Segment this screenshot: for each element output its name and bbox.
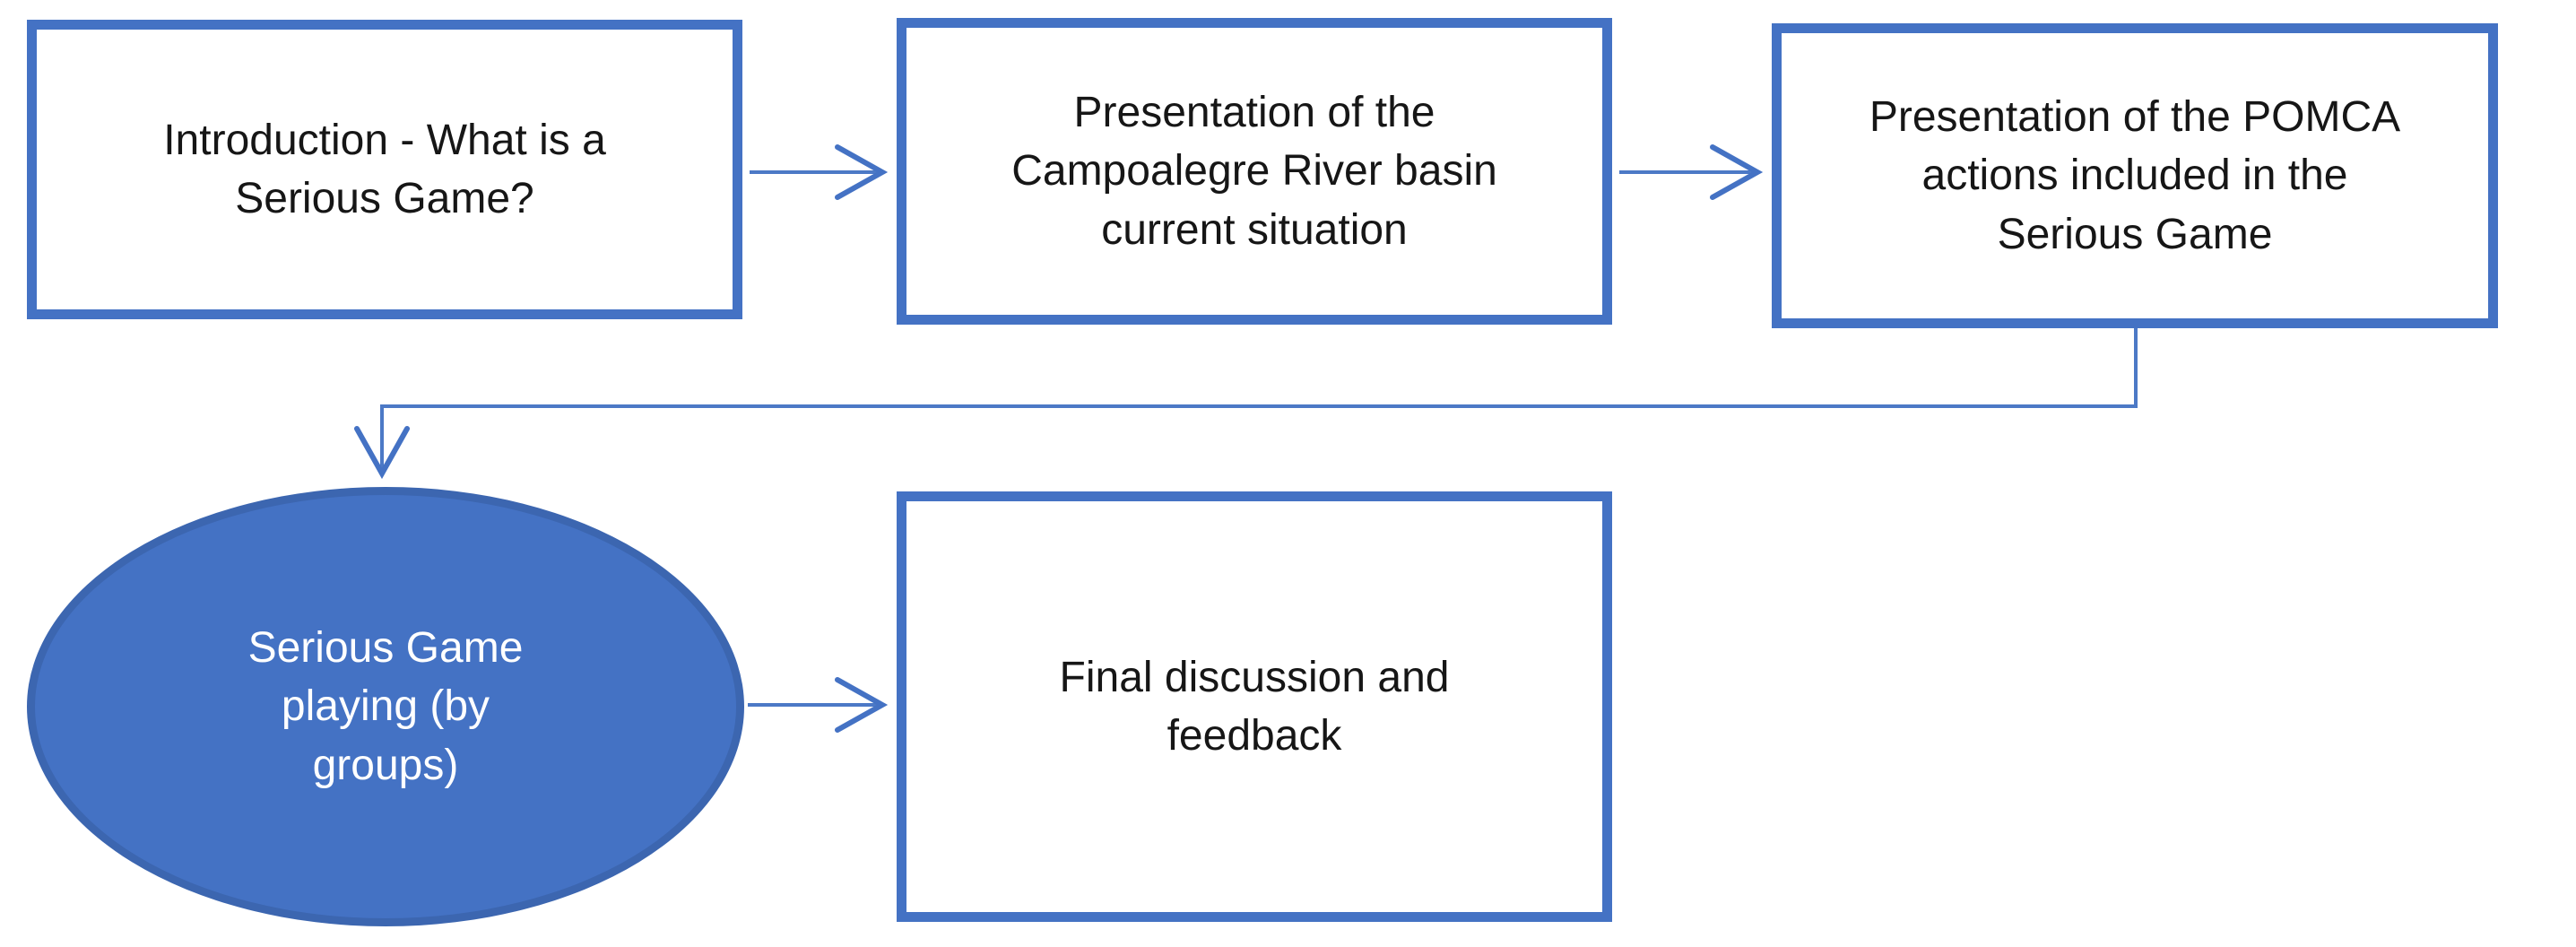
node-basin-presentation: Presentation of the Campoalegre River ba… — [897, 18, 1612, 325]
connector-elbow-line — [380, 328, 2138, 472]
connector-playing-to-final — [748, 677, 889, 733]
node-pomca-presentation: Presentation of the POMCA actions includ… — [1772, 23, 2498, 328]
node-basin-presentation-label: Presentation of the Campoalegre River ba… — [1011, 89, 1497, 254]
node-final-discussion-label: Final discussion and feedback — [1059, 653, 1450, 760]
node-introduction-label: Introduction - What is a Serious Game? — [163, 116, 606, 222]
arrowhead-right-icon — [835, 677, 889, 733]
connector-pomca-to-playing — [354, 328, 2138, 480]
arrowhead-right-icon — [1710, 144, 1764, 200]
arrowhead-down-icon — [354, 426, 410, 480]
connector-intro-to-basin — [750, 144, 889, 200]
connector-basin-to-pomca — [1619, 144, 1764, 200]
node-serious-game-playing-label: Serious Game playing (by groups) — [247, 624, 524, 789]
node-serious-game-playing: Serious Game playing (by groups) — [27, 487, 744, 926]
arrowhead-right-icon — [835, 144, 889, 200]
node-pomca-presentation-label: Presentation of the POMCA actions includ… — [1869, 93, 2401, 258]
node-final-discussion: Final discussion and feedback — [897, 491, 1612, 922]
node-introduction: Introduction - What is a Serious Game? — [27, 20, 742, 319]
